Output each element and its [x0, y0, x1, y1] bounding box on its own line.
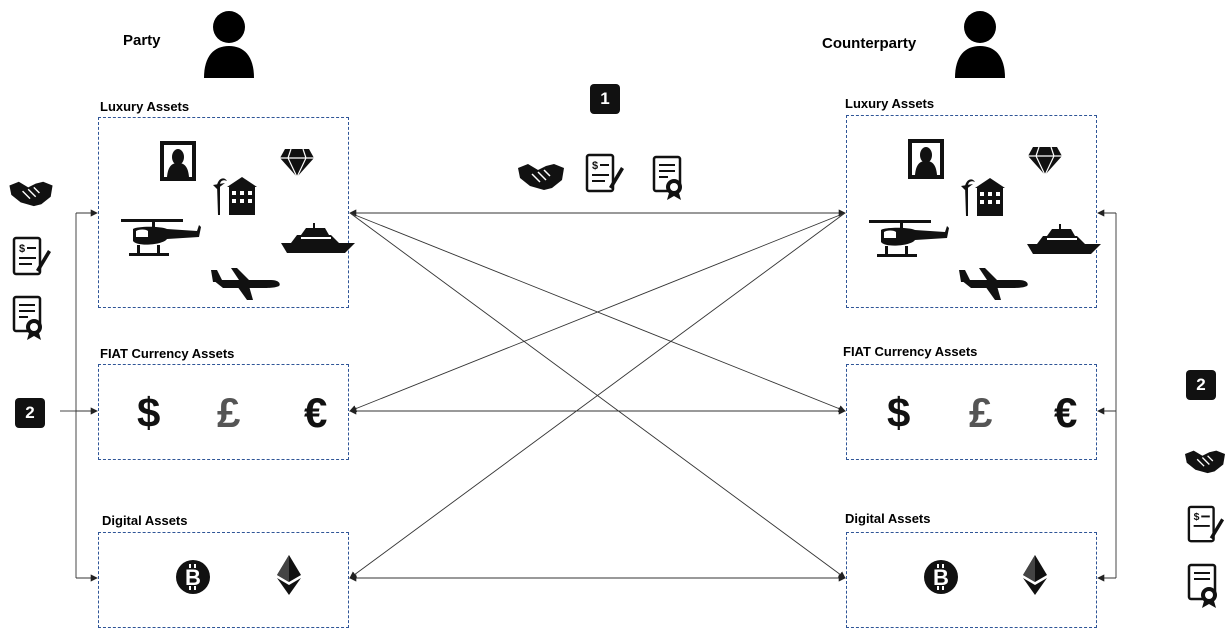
left-handshake-icon [9, 181, 53, 207]
svg-text:$: $ [19, 243, 25, 255]
party-digital-title: Digital Assets [102, 513, 188, 528]
handshake-icon [518, 164, 564, 190]
dollar-symbol: $ [887, 389, 911, 436]
pound-symbol: £ [969, 389, 993, 436]
left-contract-icon: $ [12, 236, 51, 276]
connection-wires [60, 209, 1117, 582]
contract-icon: $ [585, 153, 624, 193]
party-fiat-box: $ £ € [98, 364, 349, 460]
counterparty-luxury-title: Luxury Assets [845, 96, 935, 111]
villa-icon [213, 177, 257, 215]
counterparty-fiat-box: $ £ € [846, 364, 1097, 460]
bitcoin-icon: B [176, 560, 210, 594]
ethereum-icon [1023, 555, 1047, 595]
yacht-icon [1027, 224, 1101, 254]
svg-text:B: B [933, 565, 949, 590]
party-person-icon [204, 11, 254, 78]
party-digital-box: B [98, 532, 349, 628]
counterparty-person-icon [955, 11, 1005, 78]
left-certificate-icon [12, 295, 42, 340]
counterparty-label: Counterparty [822, 35, 917, 52]
counterparty-fiat-title: FIAT Currency Assets [843, 344, 978, 359]
svg-text:$: $ [592, 160, 598, 172]
party-label: Party [123, 32, 161, 49]
diamond-icon [280, 148, 314, 178]
certificate-icon [652, 155, 682, 200]
jet-icon [959, 268, 1028, 300]
counterparty-luxury-box [846, 115, 1101, 308]
painting-icon [908, 139, 944, 179]
party-fiat-title: FIAT Currency Assets [100, 346, 235, 361]
euro-symbol: € [1054, 389, 1078, 436]
euro-symbol: € [304, 389, 328, 436]
party-luxury-title: Luxury Assets [100, 99, 190, 114]
svg-text:B: B [185, 565, 201, 590]
right-certificate-icon [1187, 563, 1217, 608]
step-1-badge: 1 [590, 84, 620, 114]
step-2-badge-right: 2 [1186, 370, 1216, 400]
counterparty-digital-box: B [846, 532, 1097, 628]
counterparty-digital-title: Digital Assets [845, 511, 931, 526]
helicopter-icon [121, 219, 201, 256]
party-luxury-box [98, 117, 355, 308]
villa-icon [961, 178, 1005, 216]
bitcoin-icon: B [924, 560, 958, 594]
right-handshake-icon [1185, 450, 1225, 474]
jet-icon [211, 268, 280, 300]
helicopter-icon [869, 220, 949, 257]
yacht-icon [281, 223, 355, 253]
step-2-badge-left: 2 [15, 398, 45, 428]
right-contract-icon: $ [1187, 505, 1225, 543]
dollar-symbol: $ [137, 389, 161, 436]
pound-symbol: £ [217, 389, 241, 436]
ethereum-icon [277, 555, 301, 595]
painting-icon [160, 141, 196, 181]
svg-text:$: $ [1194, 512, 1200, 523]
diamond-icon [1028, 146, 1062, 176]
